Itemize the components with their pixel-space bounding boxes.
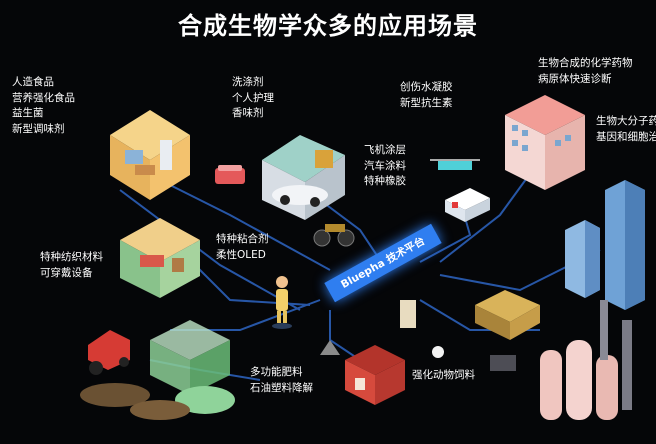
scene-label-food: 人造食品 营养强化食品 益生菌 新型调味剂 [12, 75, 75, 137]
greenhouse-icon [80, 320, 235, 420]
scene-item: 病原体快速诊断 [538, 72, 612, 85]
scene-label-drugs: 生物合成的化学药物 病原体快速诊断 [538, 56, 633, 87]
hospital-icon [505, 95, 585, 190]
scene-item: 新型抗生素 [400, 96, 453, 109]
diagram-title: 合成生物学众多的应用场景 [178, 12, 478, 40]
scene-label-textiles: 特种纺织材料 可穿戴设备 [40, 250, 103, 281]
scene-item: 生物合成的化学药物 [538, 57, 633, 69]
scene-item: 基因和细胞治 [596, 130, 656, 143]
bedroom-icon [120, 218, 200, 298]
scene-label-macromolecules: 生物大分子药 基因和细胞治 [596, 114, 656, 145]
scene-item: 特种粘合剂 [216, 233, 269, 245]
scene-label-medical-materials: 创伤水凝胶 新型抗生素 [400, 80, 453, 111]
factory-icon [400, 290, 540, 371]
person-icon [272, 276, 292, 329]
scene-item: 创伤水凝胶 [400, 81, 453, 93]
scene-item: 营养强化食品 [12, 91, 75, 104]
scene-item: 汽车涂料 [364, 159, 406, 172]
storage-tank-icon [540, 300, 632, 420]
scene-item: 可穿戴设备 [40, 266, 93, 279]
scene-label-agriculture: 多功能肥料 石油塑料降解 [250, 365, 313, 396]
scene-label-adhesives: 特种粘合剂 柔性OLED [216, 232, 269, 263]
scene-label-feed: 强化动物饲料 [412, 368, 475, 384]
scene-item: 特种纺织材料 [40, 251, 103, 263]
motorcycle-icon [313, 224, 355, 247]
kitchen-room-icon [110, 110, 190, 200]
ambulance-icon [430, 159, 490, 222]
scene-item: 人造食品 [12, 76, 54, 88]
scene-item: 强化动物饲料 [412, 369, 475, 381]
scene-item: 柔性OLED [216, 248, 266, 261]
scene-item: 石油塑料降解 [250, 381, 313, 394]
scene-item: 多功能肥料 [250, 366, 303, 378]
scene-item: 个人护理 [232, 91, 274, 104]
skyscraper-icon [565, 180, 645, 310]
scene-item: 香味剂 [232, 107, 264, 119]
barn-icon [320, 340, 444, 405]
scene-item: 新型调味剂 [12, 122, 65, 135]
garage-car-icon [262, 135, 345, 220]
scene-item: 益生菌 [12, 107, 44, 119]
scene-item: 飞机涂层 [364, 144, 406, 156]
scene-label-coatings: 飞机涂层 汽车涂料 特种橡胶 [364, 143, 406, 190]
scene-item: 生物大分子药 [596, 115, 656, 127]
soap-icon [215, 165, 245, 184]
scene-label-personal-care: 洗涤剂 个人护理 香味剂 [232, 75, 274, 122]
scene-item: 洗涤剂 [232, 76, 264, 88]
scene-item: 特种橡胶 [364, 175, 406, 187]
